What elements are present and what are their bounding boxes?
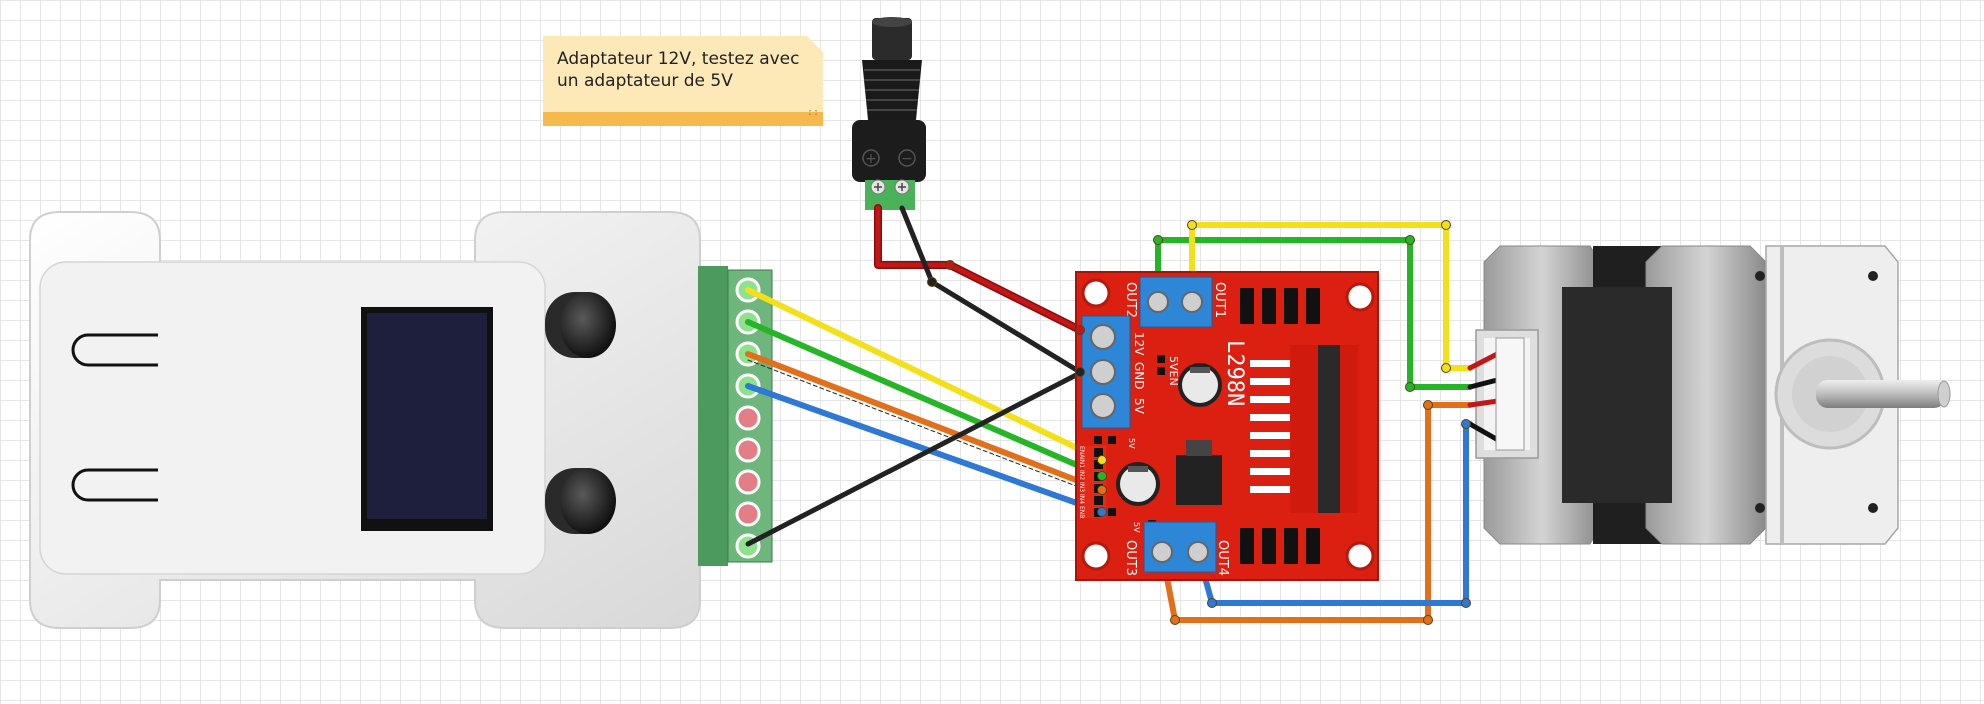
- wire-bend-point[interactable]: [1075, 325, 1085, 335]
- knob-icon[interactable]: [545, 292, 616, 358]
- jack-minus-label: −: [901, 151, 913, 167]
- mount-slot-icon: [71, 333, 158, 367]
- device-screen: [367, 313, 487, 519]
- sticky-note-text: Adaptateur 12V, testez avec un adaptateu…: [557, 49, 800, 91]
- chip-label: L298N: [1222, 340, 1247, 406]
- input-pin-label-in4: IN4: [1078, 494, 1085, 504]
- wire-bend-point[interactable]: [1423, 400, 1433, 410]
- terminal-hole-6[interactable]: [735, 437, 761, 463]
- small-label-5v-bottom: 5V: [1132, 522, 1141, 533]
- terminal-hole-7[interactable]: [735, 469, 761, 495]
- wire-bend-point[interactable]: [1461, 598, 1471, 608]
- wire-bend-point[interactable]: [1207, 598, 1217, 608]
- wire-bend-point[interactable]: [1097, 471, 1107, 481]
- out1-label: OUT1: [1212, 282, 1227, 318]
- wire-red-core: [875, 205, 1083, 333]
- power-label-12v: 12V: [1132, 332, 1146, 356]
- resize-grip-icon[interactable]: ::: [806, 107, 819, 118]
- wire-bend-point[interactable]: [1441, 220, 1451, 230]
- input-pin-label-in1: IN1: [1078, 458, 1085, 468]
- enable-label: 5VEN: [1167, 356, 1180, 386]
- input-pin-label-in2: IN2: [1078, 470, 1085, 480]
- out2-label: OUT2: [1123, 282, 1138, 318]
- input-pin-2[interactable]: [1094, 460, 1103, 469]
- wire-green: [745, 319, 1105, 479]
- power-label-5v: 5V: [1132, 398, 1146, 415]
- input-pin-5[interactable]: [1094, 496, 1103, 505]
- terminal-hole-5[interactable]: [735, 405, 761, 431]
- wire-bend-point[interactable]: [1097, 507, 1107, 517]
- wire-orange: [745, 351, 1105, 493]
- l298n-board-icon: OUT2 OUT1 12V GND 5V 5VEN L298N: [1075, 271, 1379, 581]
- stepper-motor-icon: [1475, 245, 1951, 545]
- wire-dashed: [747, 359, 1103, 497]
- out3-label: OUT3: [1123, 540, 1138, 576]
- mount-slot-icon: [71, 468, 158, 502]
- wire-blue: [745, 383, 1105, 515]
- input-pin-label-in3: IN3: [1078, 482, 1085, 492]
- wire-bend-point[interactable]: [1075, 367, 1085, 377]
- wire-black-gnd: [745, 369, 1085, 547]
- wire-bend-point[interactable]: [1423, 615, 1433, 625]
- wire-bend-point[interactable]: [1097, 455, 1107, 465]
- knob-icon[interactable]: [545, 468, 616, 534]
- wire-bend-point[interactable]: [1097, 485, 1107, 495]
- sticky-note: Adaptateur 12V, testez avec un adaptateu…: [543, 36, 823, 126]
- wire-black-power: [899, 205, 1083, 375]
- wire-bend-point[interactable]: [1153, 235, 1163, 245]
- wire-bend-point[interactable]: [1405, 235, 1415, 245]
- wire-bend-point[interactable]: [1170, 615, 1180, 625]
- out4-label: OUT4: [1215, 540, 1230, 576]
- terminal-hole-8[interactable]: [735, 501, 761, 527]
- dc-jack-icon: + −: [852, 17, 926, 210]
- motor-connector: [1495, 337, 1525, 451]
- controller-device-icon: [29, 211, 701, 629]
- wire-bend-point[interactable]: [1187, 220, 1197, 230]
- wire-bend-point[interactable]: [1405, 382, 1415, 392]
- input-pin-label-enb: ENB: [1078, 506, 1085, 518]
- power-label-gnd: GND: [1132, 362, 1146, 390]
- wires: [745, 204, 1508, 623]
- wire-bend-point[interactable]: [1441, 363, 1451, 373]
- input-pin-1[interactable]: [1094, 448, 1103, 457]
- jack-plus-label: +: [865, 151, 877, 167]
- small-label-5v-top: 5V: [1127, 438, 1136, 449]
- wire-bend-point[interactable]: [1461, 419, 1471, 429]
- input-pin-label-ena: ENA: [1078, 446, 1085, 459]
- wire-bend-point[interactable]: [945, 260, 955, 270]
- terminal-block-icon: [698, 266, 773, 566]
- wire-yellow: [745, 287, 1105, 463]
- wire-bend-point[interactable]: [927, 277, 937, 287]
